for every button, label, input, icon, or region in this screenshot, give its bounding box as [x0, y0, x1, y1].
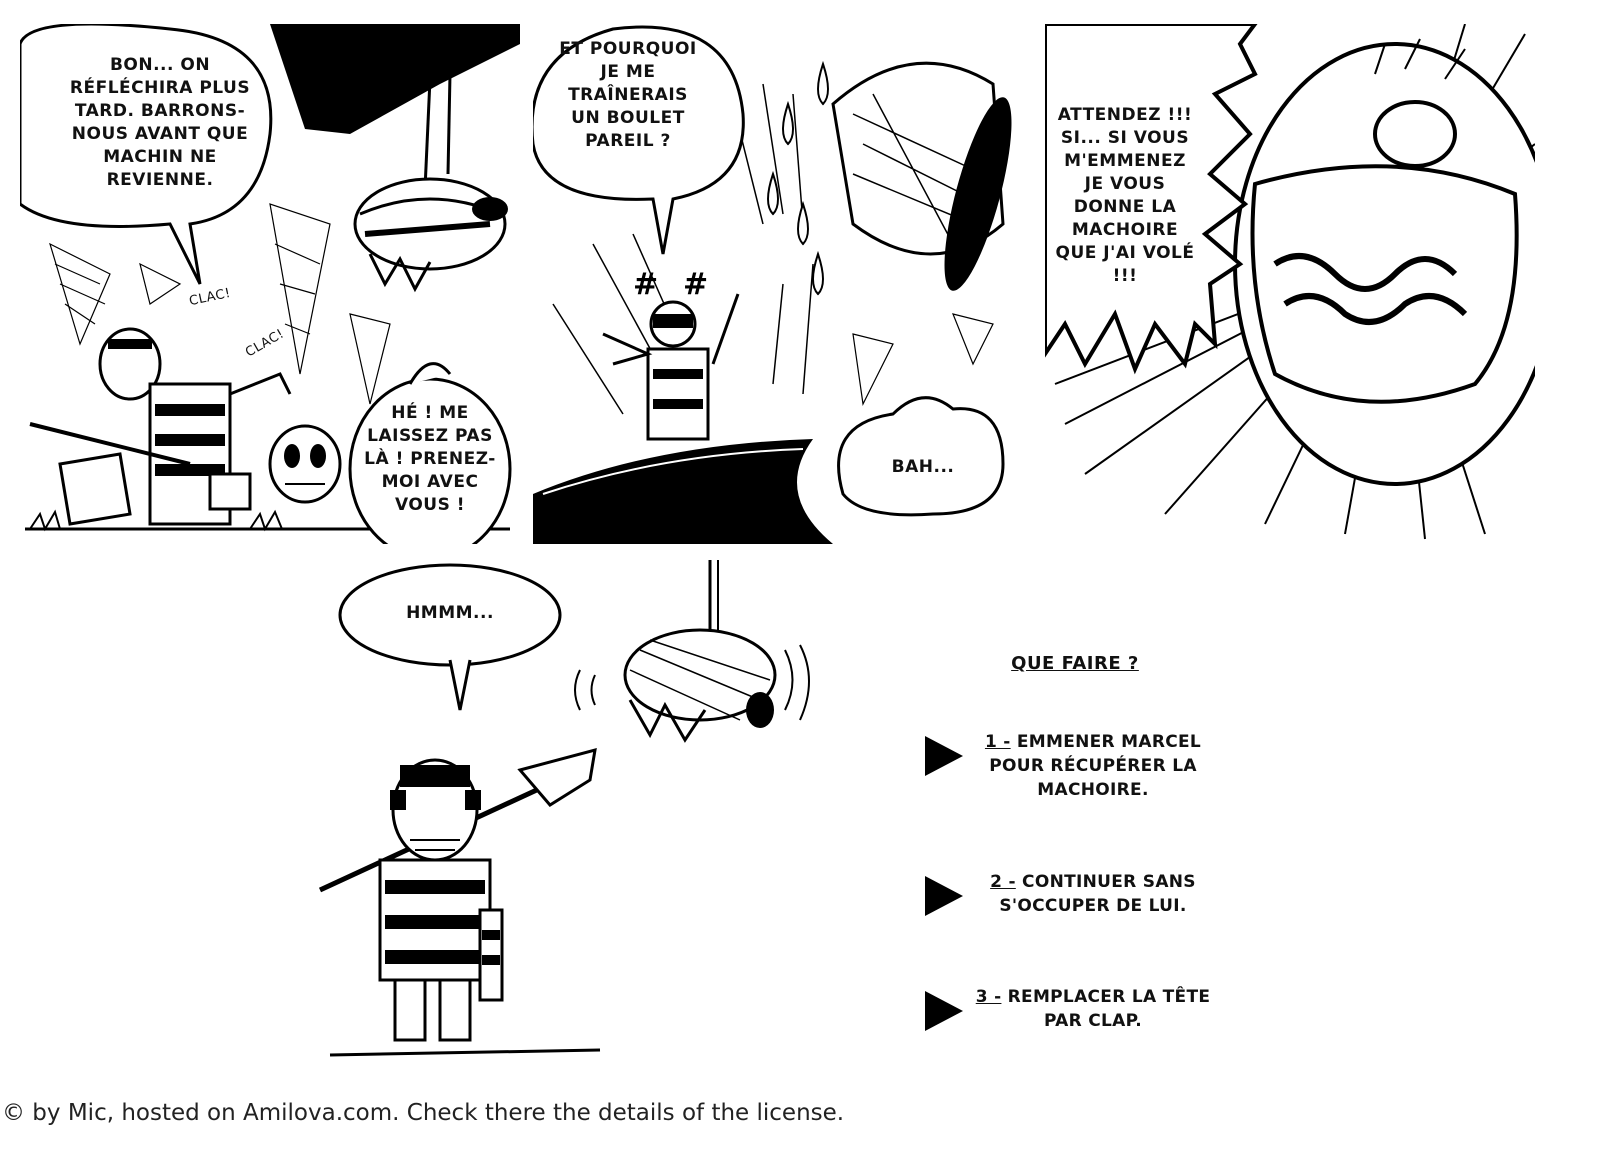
svg-text:#: # [633, 267, 658, 302]
choice-2-number: 2 - [990, 872, 1016, 892]
panel-2-art: # # [533, 25, 1012, 544]
comic-panel-3: Attendez !!! Si... si vous m'emmenez je … [1045, 24, 1535, 544]
license-footer: © by Mic, hosted on Amilova.com. Check t… [2, 1100, 845, 1126]
thought-bubble: Hmmm... [406, 603, 494, 623]
comic-panel-2: # # Et pourquoi je me traînerais un boul… [533, 24, 1033, 544]
arrow-right-icon [925, 736, 963, 776]
choice-2-text: 2 - CONTINUER SANS S'OCCUPER DE LUI. [973, 870, 1213, 918]
choice-2-label: CONTINUER SANS S'OCCUPER DE LUI. [999, 872, 1196, 916]
choice-1-text: 1 - EMMENER MARCEL POUR RÉCUPÉRER LA MAC… [973, 730, 1213, 802]
shout-bubble: Attendez !!! Si... si vous m'emmenez je … [1055, 105, 1195, 286]
choice-3-label: REMPLACER LA TÊTE PAR CLAP. [1007, 987, 1211, 1031]
panel-1-art [20, 24, 520, 544]
comic-panel-4: Hmmm... [310, 560, 830, 1070]
comic-panel-1: Bon... on réfléchira plus tard. Barrons-… [20, 24, 520, 544]
svg-text:#: # [683, 267, 708, 302]
speech-bubble-top: Bon... on réfléchira plus tard. Barrons-… [69, 55, 251, 190]
arrow-right-icon [925, 876, 963, 916]
speech-bubble-top: Et pourquoi je me traînerais un boulet p… [559, 39, 697, 151]
panel-4-art [318, 560, 810, 1057]
choice-3-text: 3 - REMPLACER LA TÊTE PAR CLAP. [973, 985, 1213, 1033]
panel-3-art [1045, 24, 1535, 540]
speech-bubble-bottom: Hé ! me laissez pas là ! prenez-moi avec… [364, 403, 496, 515]
choices-title: QUE FAIRE ? [1011, 653, 1139, 674]
choice-1-label: EMMENER MARCEL POUR RÉCUPÉRER LA MACHOIR… [989, 732, 1202, 800]
speech-bubble-bottom: Bah... [891, 457, 955, 477]
choice-3-number: 3 - [975, 987, 1002, 1007]
arrow-right-icon [925, 991, 963, 1031]
choice-1-number: 1 - [984, 732, 1011, 752]
